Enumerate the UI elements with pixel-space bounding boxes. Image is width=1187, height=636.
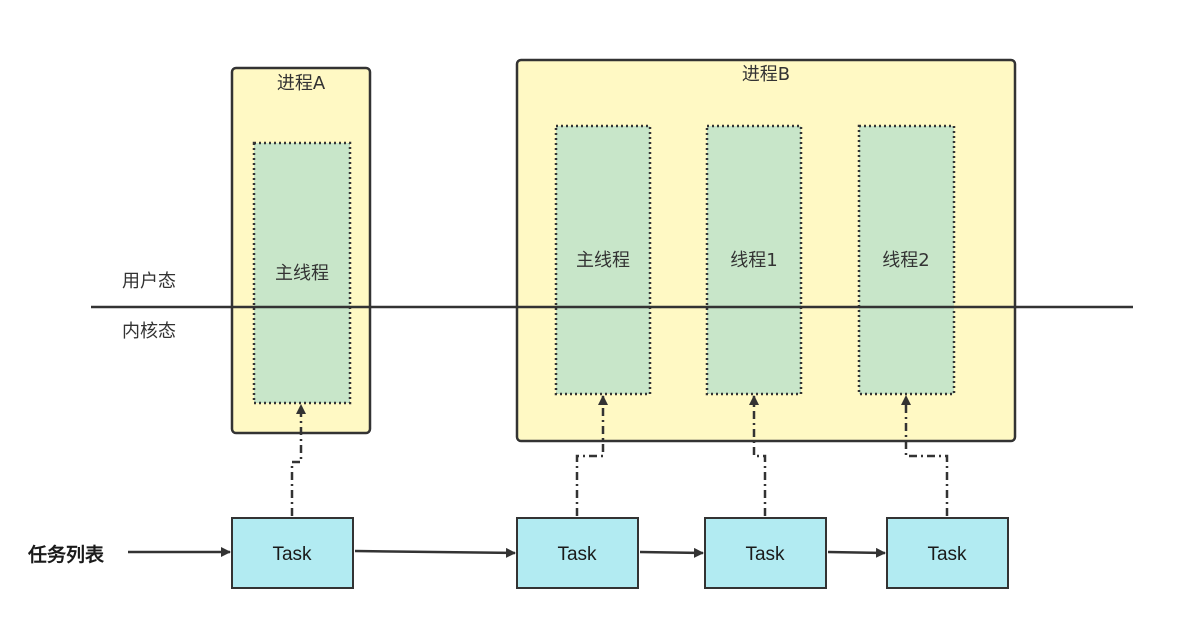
task-box-3 — [704, 517, 827, 589]
connector-task2-to-process-b-main-thread — [575, 395, 608, 516]
task-label-3: Task — [745, 544, 785, 565]
task-box-2 — [516, 517, 639, 589]
process-a-main-thread-label: 主线程 — [275, 263, 329, 284]
task-box-1 — [231, 517, 354, 589]
task-label-4: Task — [927, 544, 967, 565]
process-b-thread2-box — [857, 124, 956, 396]
user-mode-label: 用户态 — [122, 271, 176, 292]
process-b-main-thread-box — [554, 124, 652, 396]
arrow-task3-to-task4 — [827, 547, 886, 558]
task-list-label: 任务列表 — [27, 543, 105, 566]
process-a-title: 进程A — [277, 73, 326, 94]
connector-task1-to-process-a-main-thread — [290, 404, 306, 516]
process-b-thread1-box — [705, 124, 803, 396]
connector-task3-to-process-b-thread1 — [749, 395, 767, 516]
connector-task4-to-process-b-thread2 — [901, 395, 949, 516]
process-b-main-thread-label: 主线程 — [576, 250, 630, 271]
arrow-task2-to-task3 — [639, 547, 704, 558]
process-b-thread1-label: 线程1 — [730, 250, 777, 271]
process-a-main-thread-box — [252, 141, 352, 405]
task-box-4 — [886, 517, 1009, 589]
kernel-mode-label: 内核态 — [122, 321, 176, 342]
task-label-1: Task — [272, 544, 312, 565]
arrow-task1-to-task2 — [354, 547, 516, 558]
process-b-thread2-label: 线程2 — [882, 250, 929, 271]
task-label-2: Task — [557, 544, 597, 565]
process-b-title: 进程B — [742, 64, 790, 85]
